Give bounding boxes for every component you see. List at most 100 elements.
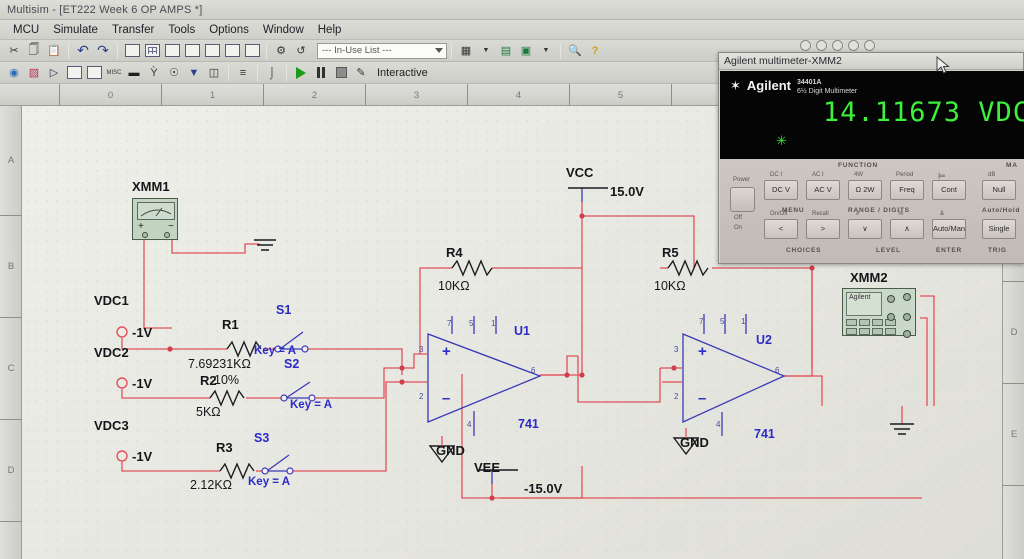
ruler-row-e-right: E xyxy=(1003,384,1024,486)
sources-icon[interactable]: ◉ xyxy=(9,67,19,79)
electromechanical-icon[interactable]: ☉ xyxy=(169,67,179,79)
power-button[interactable] xyxy=(730,187,755,212)
ruler-gutter xyxy=(22,84,60,106)
null-button[interactable]: Null xyxy=(982,180,1016,200)
agilent-model-number: 34401A xyxy=(796,79,822,86)
basic-icon[interactable]: ▧ xyxy=(28,67,40,79)
display-icon[interactable]: ▬ xyxy=(128,66,140,79)
menu-item-options[interactable]: Options xyxy=(209,23,249,36)
bus-icon[interactable]: ⌡ xyxy=(268,66,276,79)
help-icon[interactable]: ? xyxy=(591,44,599,57)
toolbar-separator xyxy=(451,42,452,59)
pause-simulation-button[interactable] xyxy=(312,64,330,82)
zoom-fit-icon[interactable] xyxy=(832,40,843,51)
zoom-out-icon[interactable] xyxy=(816,40,827,51)
zoom-in-icon[interactable] xyxy=(800,40,811,51)
diodes-icon[interactable]: ▷ xyxy=(49,67,59,79)
xmm2-terminal-4[interactable] xyxy=(903,313,911,321)
in-use-list-dropdown[interactable]: --- In-Use List --- xyxy=(317,42,447,59)
netlist-icon[interactable] xyxy=(183,42,201,60)
r1-label: R1 xyxy=(222,317,239,332)
connectors-icon[interactable]: ◫ xyxy=(208,67,220,79)
redo-icon[interactable]: ↷ xyxy=(97,42,109,58)
full-screen-icon[interactable] xyxy=(123,42,141,60)
in-use-icon[interactable]: ⚙ xyxy=(276,45,286,57)
chevron-down-icon[interactable]: ▼ xyxy=(482,47,490,54)
rf-icon[interactable]: Ỳ xyxy=(150,66,158,79)
single-trigger-button[interactable]: Single xyxy=(982,219,1016,239)
s3-key: Key = A xyxy=(248,476,291,488)
ruler-row-b: B xyxy=(0,216,22,318)
xmm1-minus-terminal[interactable] xyxy=(164,232,170,238)
dc-current-label: DC I xyxy=(770,172,782,178)
u1-noninverting-sign: + xyxy=(442,343,451,360)
menu-bar: MCU Simulate Transfer Tools Options Wind… xyxy=(0,20,1024,40)
frequency-button[interactable]: Freq xyxy=(890,180,924,200)
copy-icon[interactable]: 🗍 xyxy=(28,44,40,56)
cut-icon[interactable]: ✂ xyxy=(9,45,19,57)
power-icon[interactable]: ▼ xyxy=(188,66,200,79)
xmm2-keypad[interactable] xyxy=(846,319,896,335)
search-icon[interactable]: 🔍 xyxy=(568,45,582,57)
interactive-mode-icon[interactable]: ✎ xyxy=(356,67,366,79)
postprocessor-icon[interactable] xyxy=(163,42,181,60)
agilent-multimeter-window[interactable]: Agilent multimeter-XMM2 ✶ Agilent 34401A… xyxy=(718,52,1024,264)
xmm1-terminal-labels: + − xyxy=(138,221,174,232)
agilent-window-titlebar[interactable]: Agilent multimeter-XMM2 xyxy=(719,53,1023,70)
menu-right-button[interactable]: > xyxy=(806,219,840,239)
database-icon[interactable] xyxy=(223,42,241,60)
u1-pin-7: 7 xyxy=(447,319,452,328)
s2-label: S2 xyxy=(284,357,300,371)
four-wire-label: 4W xyxy=(854,172,863,178)
analysis-icon[interactable] xyxy=(203,42,221,60)
back-annotate-icon[interactable]: ↺ xyxy=(296,45,306,57)
u2-inverting-sign: – xyxy=(698,390,707,407)
agilent-status-asterisk: ✳ xyxy=(776,133,787,148)
schematic-window-controls[interactable] xyxy=(800,40,875,51)
range-down-button[interactable]: ∨ xyxy=(848,219,882,239)
menu-left-button[interactable]: < xyxy=(764,219,798,239)
ac-voltage-button[interactable]: AC V xyxy=(806,180,840,200)
menu-item-tools[interactable]: Tools xyxy=(168,23,196,36)
xmm1-plus-terminal[interactable] xyxy=(142,232,148,238)
export-icon[interactable]: ▦ xyxy=(460,45,472,57)
paste-icon[interactable]: 📋 xyxy=(47,45,61,57)
run-simulation-button[interactable] xyxy=(292,64,310,82)
hierarchy-icon[interactable] xyxy=(243,42,261,60)
menu-item-transfer[interactable]: Transfer xyxy=(111,23,155,36)
gnd-label-u1: GND xyxy=(436,443,465,458)
excel-export-icon[interactable]: ▤ xyxy=(500,45,512,57)
misc-icon[interactable]: MISC xyxy=(106,69,122,76)
undo-icon[interactable]: ↶ xyxy=(77,42,89,58)
menu-item-help[interactable]: Help xyxy=(317,23,342,36)
u1-inverting-sign: – xyxy=(442,390,451,407)
restore-window-icon[interactable] xyxy=(864,40,875,51)
xmm2-terminal-5[interactable] xyxy=(903,330,911,338)
vdc2-value: -1V xyxy=(132,376,153,391)
hierarchy-block-icon[interactable]: ≡ xyxy=(239,66,247,79)
menu-item-simulate[interactable]: Simulate xyxy=(53,23,98,36)
menu-item-mcu[interactable]: MCU xyxy=(13,23,40,36)
range-up-button[interactable]: ∧ xyxy=(890,219,924,239)
xmm2-terminal-1[interactable] xyxy=(887,295,895,303)
mathcad-export-icon[interactable]: ▣ xyxy=(520,45,532,57)
dc-voltage-button[interactable]: DC V xyxy=(764,180,798,200)
continuity-button[interactable]: Cont xyxy=(932,180,966,200)
xmm2-terminal-3[interactable] xyxy=(887,313,895,321)
menu-item-window[interactable]: Window xyxy=(262,23,304,36)
xmm1-multimeter[interactable]: + − xyxy=(132,198,178,240)
math-section-label: MA xyxy=(1006,162,1018,169)
transistors-icon[interactable] xyxy=(65,64,83,82)
grapher-icon[interactable] xyxy=(143,42,161,60)
stop-simulation-button[interactable] xyxy=(332,64,350,82)
zoom-area-icon[interactable] xyxy=(848,40,859,51)
auto-man-button[interactable]: Auto/Man xyxy=(932,219,966,239)
chevron-down-icon[interactable]: ▼ xyxy=(542,47,550,54)
xmm2-agilent-multimeter[interactable]: Agilent xyxy=(842,288,916,338)
u1-pin-3: 3 xyxy=(419,345,424,354)
vdc1-label: VDC1 xyxy=(94,293,129,308)
analog-icon[interactable] xyxy=(85,64,103,82)
r1-value: 7.69231KΩ xyxy=(188,357,251,371)
resistance-2w-button[interactable]: Ω 2W xyxy=(848,180,882,200)
xmm2-terminal-2[interactable] xyxy=(903,293,911,301)
